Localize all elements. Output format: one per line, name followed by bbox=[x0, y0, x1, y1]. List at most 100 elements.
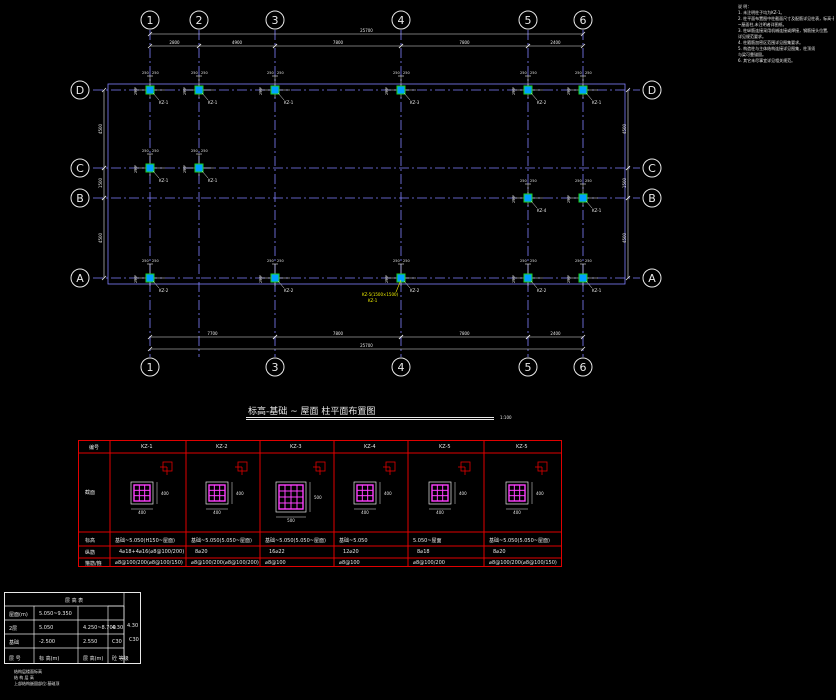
column-tag: KZ-2 bbox=[284, 288, 294, 293]
dim-bottom-seg-0-text: 7700 bbox=[207, 331, 218, 336]
dim-top-seg-3-text: 7800 bbox=[459, 40, 470, 45]
svg-text:250: 250 bbox=[142, 149, 149, 153]
schedule-row-label: 截面 bbox=[85, 490, 96, 496]
svg-text:400: 400 bbox=[213, 510, 221, 515]
dim-bottom-seg-3-text: 2400 bbox=[550, 331, 561, 336]
svg-text:250: 250 bbox=[567, 276, 571, 283]
svg-text:250: 250 bbox=[585, 259, 592, 263]
column-block bbox=[578, 273, 588, 283]
svg-text:400: 400 bbox=[236, 491, 244, 496]
svg-text:250: 250 bbox=[512, 88, 516, 95]
schedule-col-stir: ⌀8@100 bbox=[265, 560, 286, 566]
axis-right-C bbox=[642, 158, 662, 178]
svg-text:250: 250 bbox=[520, 179, 527, 183]
level-cell: 2.550 bbox=[83, 639, 98, 645]
column-block bbox=[523, 193, 533, 203]
note-line: 说 明： bbox=[738, 4, 752, 9]
axis-bottom-4 bbox=[391, 357, 411, 377]
schedule-col-name: KZ-5 bbox=[439, 444, 451, 450]
axis-right-B-label: B bbox=[648, 192, 656, 205]
schedule-col-stir: ⌀8@100/200 bbox=[413, 560, 445, 566]
svg-text:250: 250 bbox=[393, 71, 400, 75]
svg-text:250: 250 bbox=[585, 71, 592, 75]
schedule-col-bars: 8⌀18 bbox=[417, 549, 430, 555]
level-cell: 4.30 bbox=[127, 623, 139, 629]
note-line: ~屋面柱,未注明者详图纸。 bbox=[738, 22, 787, 27]
axis-top-3-label: 3 bbox=[272, 14, 279, 27]
svg-text:250: 250 bbox=[512, 196, 516, 203]
axis-top-3 bbox=[265, 10, 285, 30]
schedule-col-bars: 8⌀20 bbox=[195, 549, 208, 555]
column-block bbox=[194, 163, 204, 173]
axis-top-1 bbox=[140, 10, 160, 30]
level-table-grid bbox=[4, 592, 125, 664]
level-cell: 标 高(m) bbox=[39, 656, 60, 662]
schedule-col-name: KZ-3 bbox=[290, 444, 302, 450]
axis-top-5-label: 5 bbox=[525, 14, 532, 27]
schedule-col-elev: 5.050~屋面 bbox=[413, 538, 442, 544]
dim-left-0-text: 4500 bbox=[98, 123, 103, 134]
svg-text:400: 400 bbox=[161, 491, 169, 496]
column-block bbox=[396, 85, 406, 95]
column-block bbox=[145, 85, 155, 95]
svg-text:500: 500 bbox=[314, 495, 322, 500]
column-block bbox=[523, 273, 533, 283]
yellow-note-1: KZ-5(1500×1500) bbox=[362, 292, 399, 297]
note-line: 5. 构造柱与主体结构连接详见图集，柱顶须 bbox=[738, 46, 816, 51]
column-tag: KZ-1 bbox=[592, 100, 602, 105]
axis-right-A-label: A bbox=[648, 272, 656, 285]
svg-text:250: 250 bbox=[530, 71, 537, 75]
svg-text:250: 250 bbox=[520, 71, 527, 75]
section-KZ-2: 400 400 bbox=[205, 461, 248, 515]
axis-right-D-label: D bbox=[648, 84, 656, 97]
svg-text:250: 250 bbox=[183, 88, 187, 95]
title-underline-thin bbox=[246, 419, 494, 420]
note-line: 详见规范要求。 bbox=[738, 34, 766, 39]
column-tag: KZ-2 bbox=[410, 288, 420, 293]
svg-text:250: 250 bbox=[152, 71, 159, 75]
column-tag: KZ-2 bbox=[537, 100, 547, 105]
svg-text:250: 250 bbox=[575, 259, 582, 263]
level-cell: 砼 等级 bbox=[112, 656, 129, 662]
axis-top-6-label: 6 bbox=[580, 14, 587, 27]
column-tag: KZ-2 bbox=[159, 288, 169, 293]
dim-bottom-total-text: 25700 bbox=[360, 343, 373, 348]
dim-bottom-seg-2-text: 7800 bbox=[459, 331, 470, 336]
svg-text:250: 250 bbox=[277, 259, 284, 263]
svg-text:250: 250 bbox=[277, 71, 284, 75]
schedule-col-elev: 基础~5.050 bbox=[339, 538, 368, 544]
svg-text:250: 250 bbox=[183, 166, 187, 173]
level-cell: 层 高(m) bbox=[83, 656, 104, 662]
svg-text:250: 250 bbox=[585, 179, 592, 183]
schedule-col-elev: 基础~5.050(5.050~屋面) bbox=[191, 538, 252, 544]
axis-bottom-3 bbox=[265, 357, 285, 377]
schedule-header-label: 编号 bbox=[89, 445, 100, 451]
level-cell: 5.050 bbox=[39, 625, 54, 631]
svg-text:250: 250 bbox=[567, 196, 571, 203]
svg-text:250: 250 bbox=[191, 149, 198, 153]
axis-left-C-label: C bbox=[76, 162, 84, 175]
svg-text:250: 250 bbox=[403, 259, 410, 263]
schedule-row-label: 箍筋/箍 bbox=[85, 561, 102, 567]
svg-text:500: 500 bbox=[287, 518, 295, 523]
svg-text:250: 250 bbox=[575, 71, 582, 75]
schedule-col-elev: 基础~5.050(H150~屋面) bbox=[115, 538, 175, 544]
column-block bbox=[145, 273, 155, 283]
axis-right-A bbox=[642, 268, 662, 288]
dim-right-2-text: 4500 bbox=[622, 232, 627, 243]
svg-text:250: 250 bbox=[393, 259, 400, 263]
schedule-row-label: 标高 bbox=[85, 538, 96, 544]
level-cell: 5.050~9.350 bbox=[39, 611, 72, 617]
design-notes: 说 明：1. 未注明柱子均为KZ-1。2. 柱平面布置图中柱截面尺寸及配筋详见柱… bbox=[738, 4, 834, 64]
